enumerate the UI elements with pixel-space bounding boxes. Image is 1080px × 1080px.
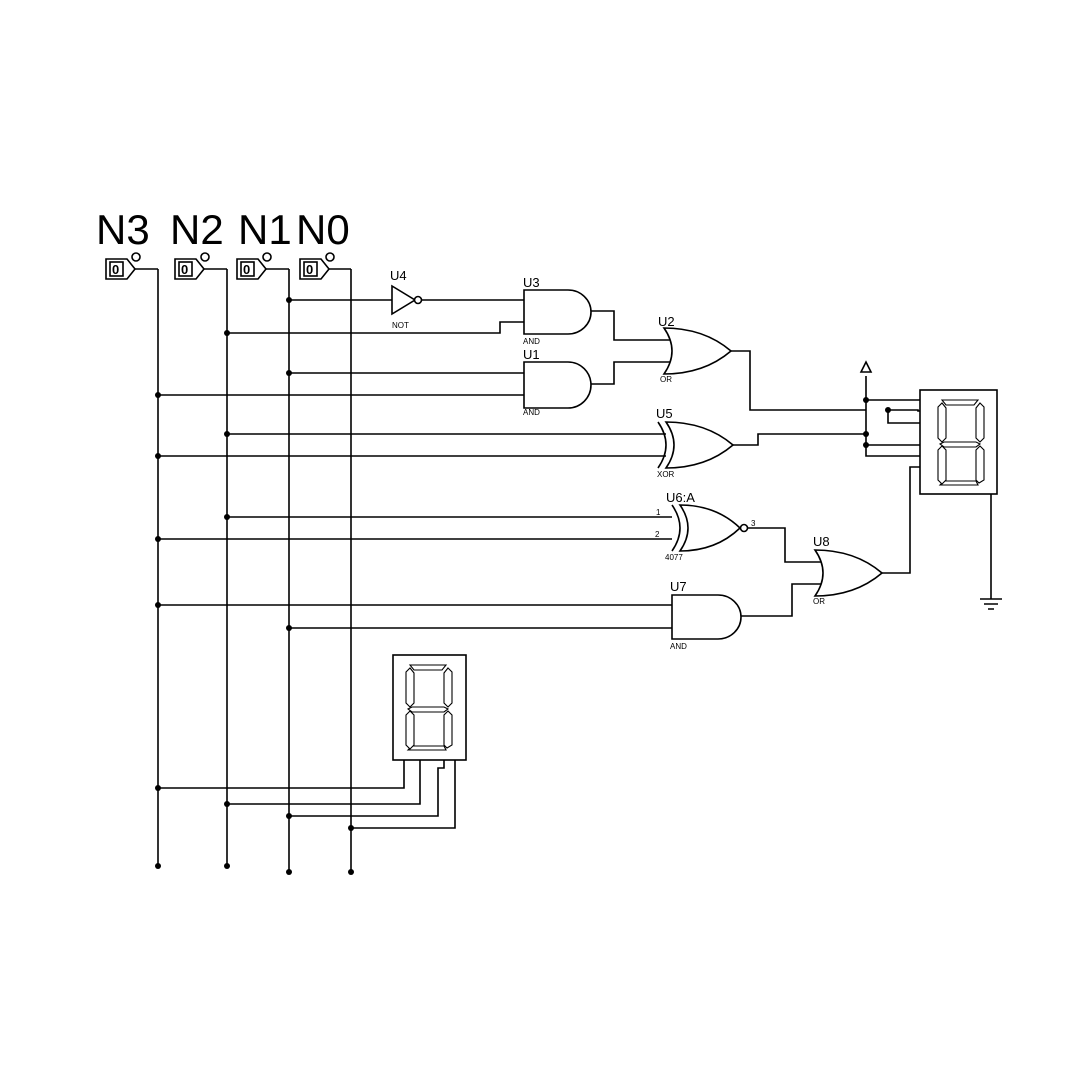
logic-state-n2-value: 0	[181, 262, 188, 277]
gate-u6-pin2: 2	[655, 530, 660, 539]
input-label-n0: N0	[296, 206, 350, 253]
gate-u1-and[interactable]: U1 AND	[523, 347, 592, 417]
gate-u8-or[interactable]: U8 OR	[813, 534, 884, 606]
gate-u3-and[interactable]: U3 AND	[523, 275, 592, 346]
toggle-icon	[262, 252, 272, 262]
seven-segment-display-right	[919, 389, 998, 495]
logic-state-n0-value: 0	[306, 262, 313, 277]
gate-u1-ref: U1	[523, 347, 540, 362]
gate-u6-type: 4077	[665, 553, 683, 562]
input-label-n1: N1	[238, 206, 292, 253]
gate-u8-ref: U8	[813, 534, 830, 549]
gate-u7-ref: U7	[670, 579, 687, 594]
logic-state-n0[interactable]: 0	[299, 252, 351, 280]
gate-u8-type: OR	[813, 597, 825, 606]
input-label-n3: N3	[96, 206, 150, 253]
logic-state-n2[interactable]: 0	[174, 252, 227, 280]
toggle-icon	[131, 252, 141, 262]
gate-u3-ref: U3	[523, 275, 540, 290]
toggle-icon	[325, 252, 335, 262]
gate-u6-ref: U6:A	[666, 490, 695, 505]
wires	[158, 299, 992, 829]
gate-u4-not[interactable]: U4 NOT	[390, 268, 423, 330]
gate-u6-pin3: 3	[751, 519, 756, 528]
gate-u7-type: AND	[670, 642, 687, 651]
logic-state-n1[interactable]: 0	[236, 252, 289, 280]
gate-u6-pin1: 1	[656, 508, 661, 517]
gate-u4-type: NOT	[392, 321, 409, 330]
logic-state-n1-value: 0	[243, 262, 250, 277]
junctions	[155, 297, 891, 875]
gate-u4-ref: U4	[390, 268, 407, 283]
logic-state-n3-value: 0	[112, 262, 119, 277]
gate-u1-type: AND	[523, 408, 540, 417]
gate-u2-or[interactable]: U2 OR	[658, 314, 733, 384]
input-label-n2: N2	[170, 206, 224, 253]
gate-u6-xnor[interactable]: U6:A 1 2 3 4077	[655, 490, 756, 562]
seven-segment-display-bottom	[392, 654, 467, 761]
gate-u5-type: XOR	[657, 470, 675, 479]
gate-u5-ref: U5	[656, 406, 673, 421]
toggle-icon	[200, 252, 210, 262]
gate-u3-type: AND	[523, 337, 540, 346]
ground-icon	[980, 598, 1002, 610]
gate-u2-type: OR	[660, 375, 672, 384]
power-terminal-icon	[859, 360, 873, 373]
gate-u5-xor[interactable]: U5 XOR	[656, 406, 735, 479]
gate-u7-and[interactable]: U7 AND	[670, 579, 742, 651]
logic-state-n3[interactable]: 0	[105, 252, 158, 280]
gate-u2-ref: U2	[658, 314, 675, 329]
